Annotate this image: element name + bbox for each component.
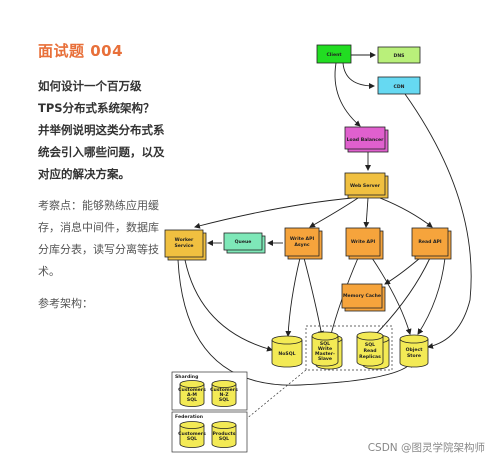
federation-db-products-label-2: SQL: [219, 436, 229, 442]
edge-web-server-worker: [194, 197, 353, 229]
federation-label: Federation: [175, 414, 203, 420]
edge-worker-nosql: [184, 259, 273, 352]
nosql-label: NoSQL: [278, 351, 295, 357]
sharding-db-a-m-label-1: Customers: [178, 387, 206, 393]
write-api-async-label-2: Async: [294, 242, 310, 248]
worker-service-node: Worker Service: [164, 229, 207, 261]
write-api-async-label-1: Write API: [290, 236, 315, 242]
sql-write-label-3: Master-: [315, 351, 335, 357]
sql-write-label-4: Slave: [318, 356, 332, 362]
federation-db-customers-label-1: Customers: [178, 431, 206, 437]
assessment-point: 考察点：能够熟练应用缓存，消息中间件，数据库分库分表，读写分离等技术。: [38, 199, 159, 278]
intro-panel: 面试题 004 如何设计一个百万级TPS分布式系统架构？并举例说明这类分布式系统…: [38, 40, 166, 325]
client-label: Client: [326, 52, 342, 58]
object-store-node: Object Store: [399, 334, 429, 368]
read-api-node: Read API: [411, 227, 452, 260]
edge-client-cdn: [342, 62, 375, 89]
write-api-label: Write API: [351, 239, 376, 245]
edge-read-api-object-store: [417, 257, 446, 335]
edge-web-server-read-api: [379, 197, 433, 228]
connector-lines: [177, 52, 472, 386]
sql-write-label-2: Write: [318, 346, 332, 352]
sharding-group: Sharding Customers A-M SQL Customers N-Z…: [171, 371, 248, 411]
edge-read-api-memory-cache: [384, 257, 421, 285]
edge-read-api-sql-read: [371, 257, 431, 339]
sharding-db-n-z-label-2: N-Z: [219, 392, 229, 398]
sharding-db-n-z-label-3: SQL: [219, 397, 229, 403]
edge-worker-object-store: [177, 259, 413, 386]
dns-label: DNS: [394, 53, 405, 59]
csdn-watermark: CSDN @图灵学院架构师: [367, 442, 485, 454]
memory-cache-label: Memory Cache: [343, 293, 381, 299]
write-api-node: Write API: [345, 227, 384, 260]
load-balancer-node: Load Balancer: [344, 126, 389, 153]
edge-web-server-write-async: [309, 197, 359, 228]
question-title: 面试题 004: [38, 42, 124, 60]
sql-read-label-1: SQL: [365, 342, 375, 348]
federation-db-customers: Customers SQL: [178, 421, 206, 448]
sql-group-box: [305, 325, 393, 371]
write-api-async-node: Write API Async: [284, 227, 323, 260]
sharding-db-n-z: Customers N-Z SQL: [210, 380, 238, 407]
edge-write-async-nosql: [285, 257, 301, 337]
load-balancer-label: Load Balancer: [347, 137, 384, 143]
worker-service-label-2: Service: [174, 243, 193, 249]
read-api-label: Read API: [418, 239, 442, 245]
sql-read-node: SQL Read Replicas: [356, 331, 390, 370]
sql-group-link: [244, 369, 307, 421]
federation-db-products: Products SQL: [211, 421, 237, 448]
cdn-node: CDN: [377, 76, 421, 95]
sharding-label: Sharding: [175, 374, 198, 380]
web-server-node: Web Server: [344, 172, 389, 199]
question-text: 如何设计一个百万级TPS分布式系统架构？并举例说明这类分布式系统会引入哪些问题，…: [38, 79, 165, 181]
worker-service-label-1: Worker: [175, 237, 194, 243]
cdn-label: CDN: [393, 84, 404, 90]
nosql-node: NoSQL: [271, 335, 303, 368]
federation-db-products-label-1: Products: [212, 431, 235, 437]
sql-read-label-3: Replicas: [359, 354, 381, 360]
reference-label: 参考架构：: [38, 297, 93, 310]
edge-web-server-write-api: [363, 197, 370, 228]
sql-write-node: SQL Write Master- Slave: [311, 331, 343, 370]
dns-node: DNS: [377, 46, 421, 64]
queue-node: Queue: [223, 232, 266, 254]
queue-label: Queue: [235, 239, 252, 245]
sharding-db-a-m-label-3: SQL: [187, 397, 197, 403]
federation-db-customers-label-2: SQL: [187, 436, 197, 442]
object-store-label-1: Object: [406, 347, 424, 353]
sql-write-label-1: SQL: [320, 341, 330, 347]
edge-cdn-object-store: [404, 93, 472, 349]
memory-cache-node: Memory Cache: [341, 283, 386, 312]
edge-write-async-sql: [303, 257, 324, 337]
sql-read-label-2: Read: [363, 348, 376, 354]
sharding-db-n-z-label-1: Customers: [210, 387, 238, 393]
federation-group: Federation Customers SQL Products SQL: [171, 411, 248, 453]
object-store-label-2: Store: [407, 353, 421, 359]
client-node: Client: [316, 44, 352, 64]
web-server-label: Web Server: [350, 183, 381, 189]
sharding-db-a-m: Customers A-M SQL: [178, 380, 206, 407]
edge-write-api-object-store: [371, 257, 412, 335]
sharding-db-a-m-label-2: A-M: [187, 392, 197, 398]
edge-client-load-balancer: [334, 62, 361, 127]
